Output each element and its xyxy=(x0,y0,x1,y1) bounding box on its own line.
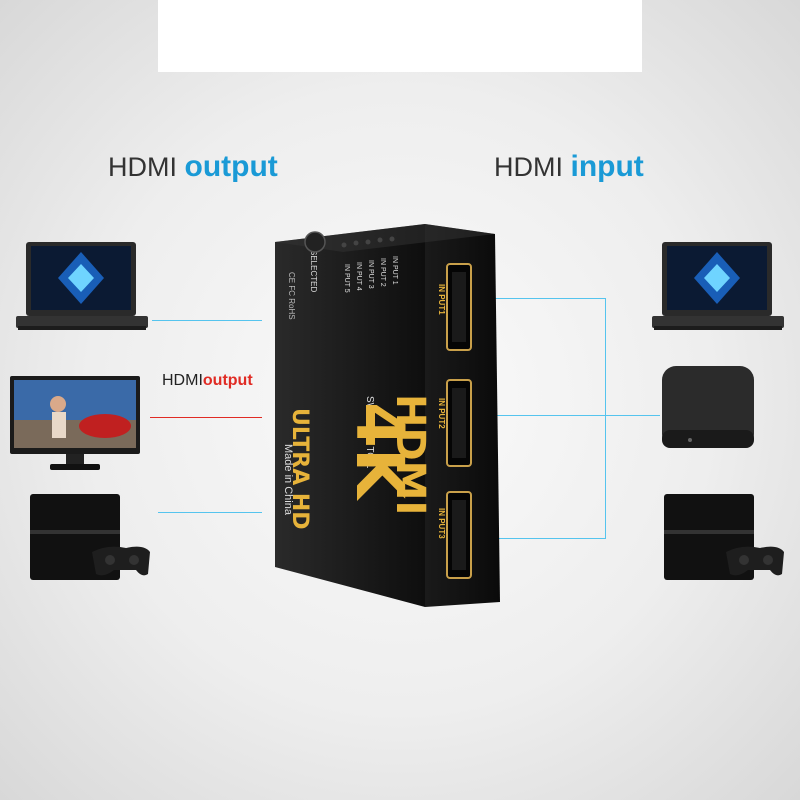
laptop-output-line xyxy=(152,320,262,321)
side-label-prefix: HDMI xyxy=(162,372,203,389)
hdmi-input-heading: HDMI input xyxy=(494,150,644,184)
top-white-panel xyxy=(158,0,642,72)
input-vertical-line xyxy=(605,298,606,538)
selected-label: SELECTED xyxy=(309,250,318,292)
left-laptop-icon xyxy=(16,242,148,330)
led-label: IN PUT 1 xyxy=(391,256,398,285)
select-button-icon[interactable] xyxy=(304,231,326,253)
side-label-accent: output xyxy=(202,372,253,389)
heading-accent: input xyxy=(570,150,644,183)
input3-line xyxy=(470,538,606,539)
cert-marks: CE FC RoHS xyxy=(287,272,296,320)
set-top-box-icon xyxy=(662,366,754,448)
led-icon xyxy=(365,239,371,245)
brand-label: HDMI xyxy=(387,394,433,515)
led-label: IN PUT 5 xyxy=(343,264,350,293)
tagline-label: ULTRA HD xyxy=(287,408,312,530)
port-label: IN PUT1 xyxy=(437,284,446,315)
led-icon xyxy=(389,236,395,242)
input1-line xyxy=(470,298,606,299)
console-output-line xyxy=(158,512,262,513)
monitor-output-line xyxy=(150,417,262,418)
heading-accent: output xyxy=(184,150,278,183)
led-label: IN PUT 4 xyxy=(355,262,362,291)
right-game-console-icon xyxy=(664,494,784,580)
heading-prefix: HDMI xyxy=(494,152,571,182)
led-icon xyxy=(341,242,347,248)
hdmi-switch: SELECTED IN PUT 1 IN PUT 2 IN PUT 3 IN P… xyxy=(275,224,500,607)
port-label: IN PUT3 xyxy=(437,508,446,539)
origin-label: Made in China xyxy=(282,444,294,516)
right-laptop-icon xyxy=(652,242,784,330)
led-label: IN PUT 2 xyxy=(379,258,386,287)
led-label: IN PUT 3 xyxy=(367,260,374,289)
led-icon xyxy=(377,237,383,243)
port-label: IN PUT2 xyxy=(437,398,446,429)
left-game-console-icon xyxy=(30,494,150,580)
hdmi-output-side-label: HDMIoutput xyxy=(162,372,253,390)
monitor-icon xyxy=(10,376,140,470)
led-icon xyxy=(353,240,359,246)
resolution-label: 4K xyxy=(341,402,418,502)
heading-prefix: HDMI xyxy=(108,152,185,182)
switch-front-face xyxy=(275,224,425,607)
model-label: SWITCH 5 TO 1 xyxy=(364,396,375,469)
hdmi-output-heading: HDMI output xyxy=(108,150,278,184)
input2-line xyxy=(470,415,660,416)
